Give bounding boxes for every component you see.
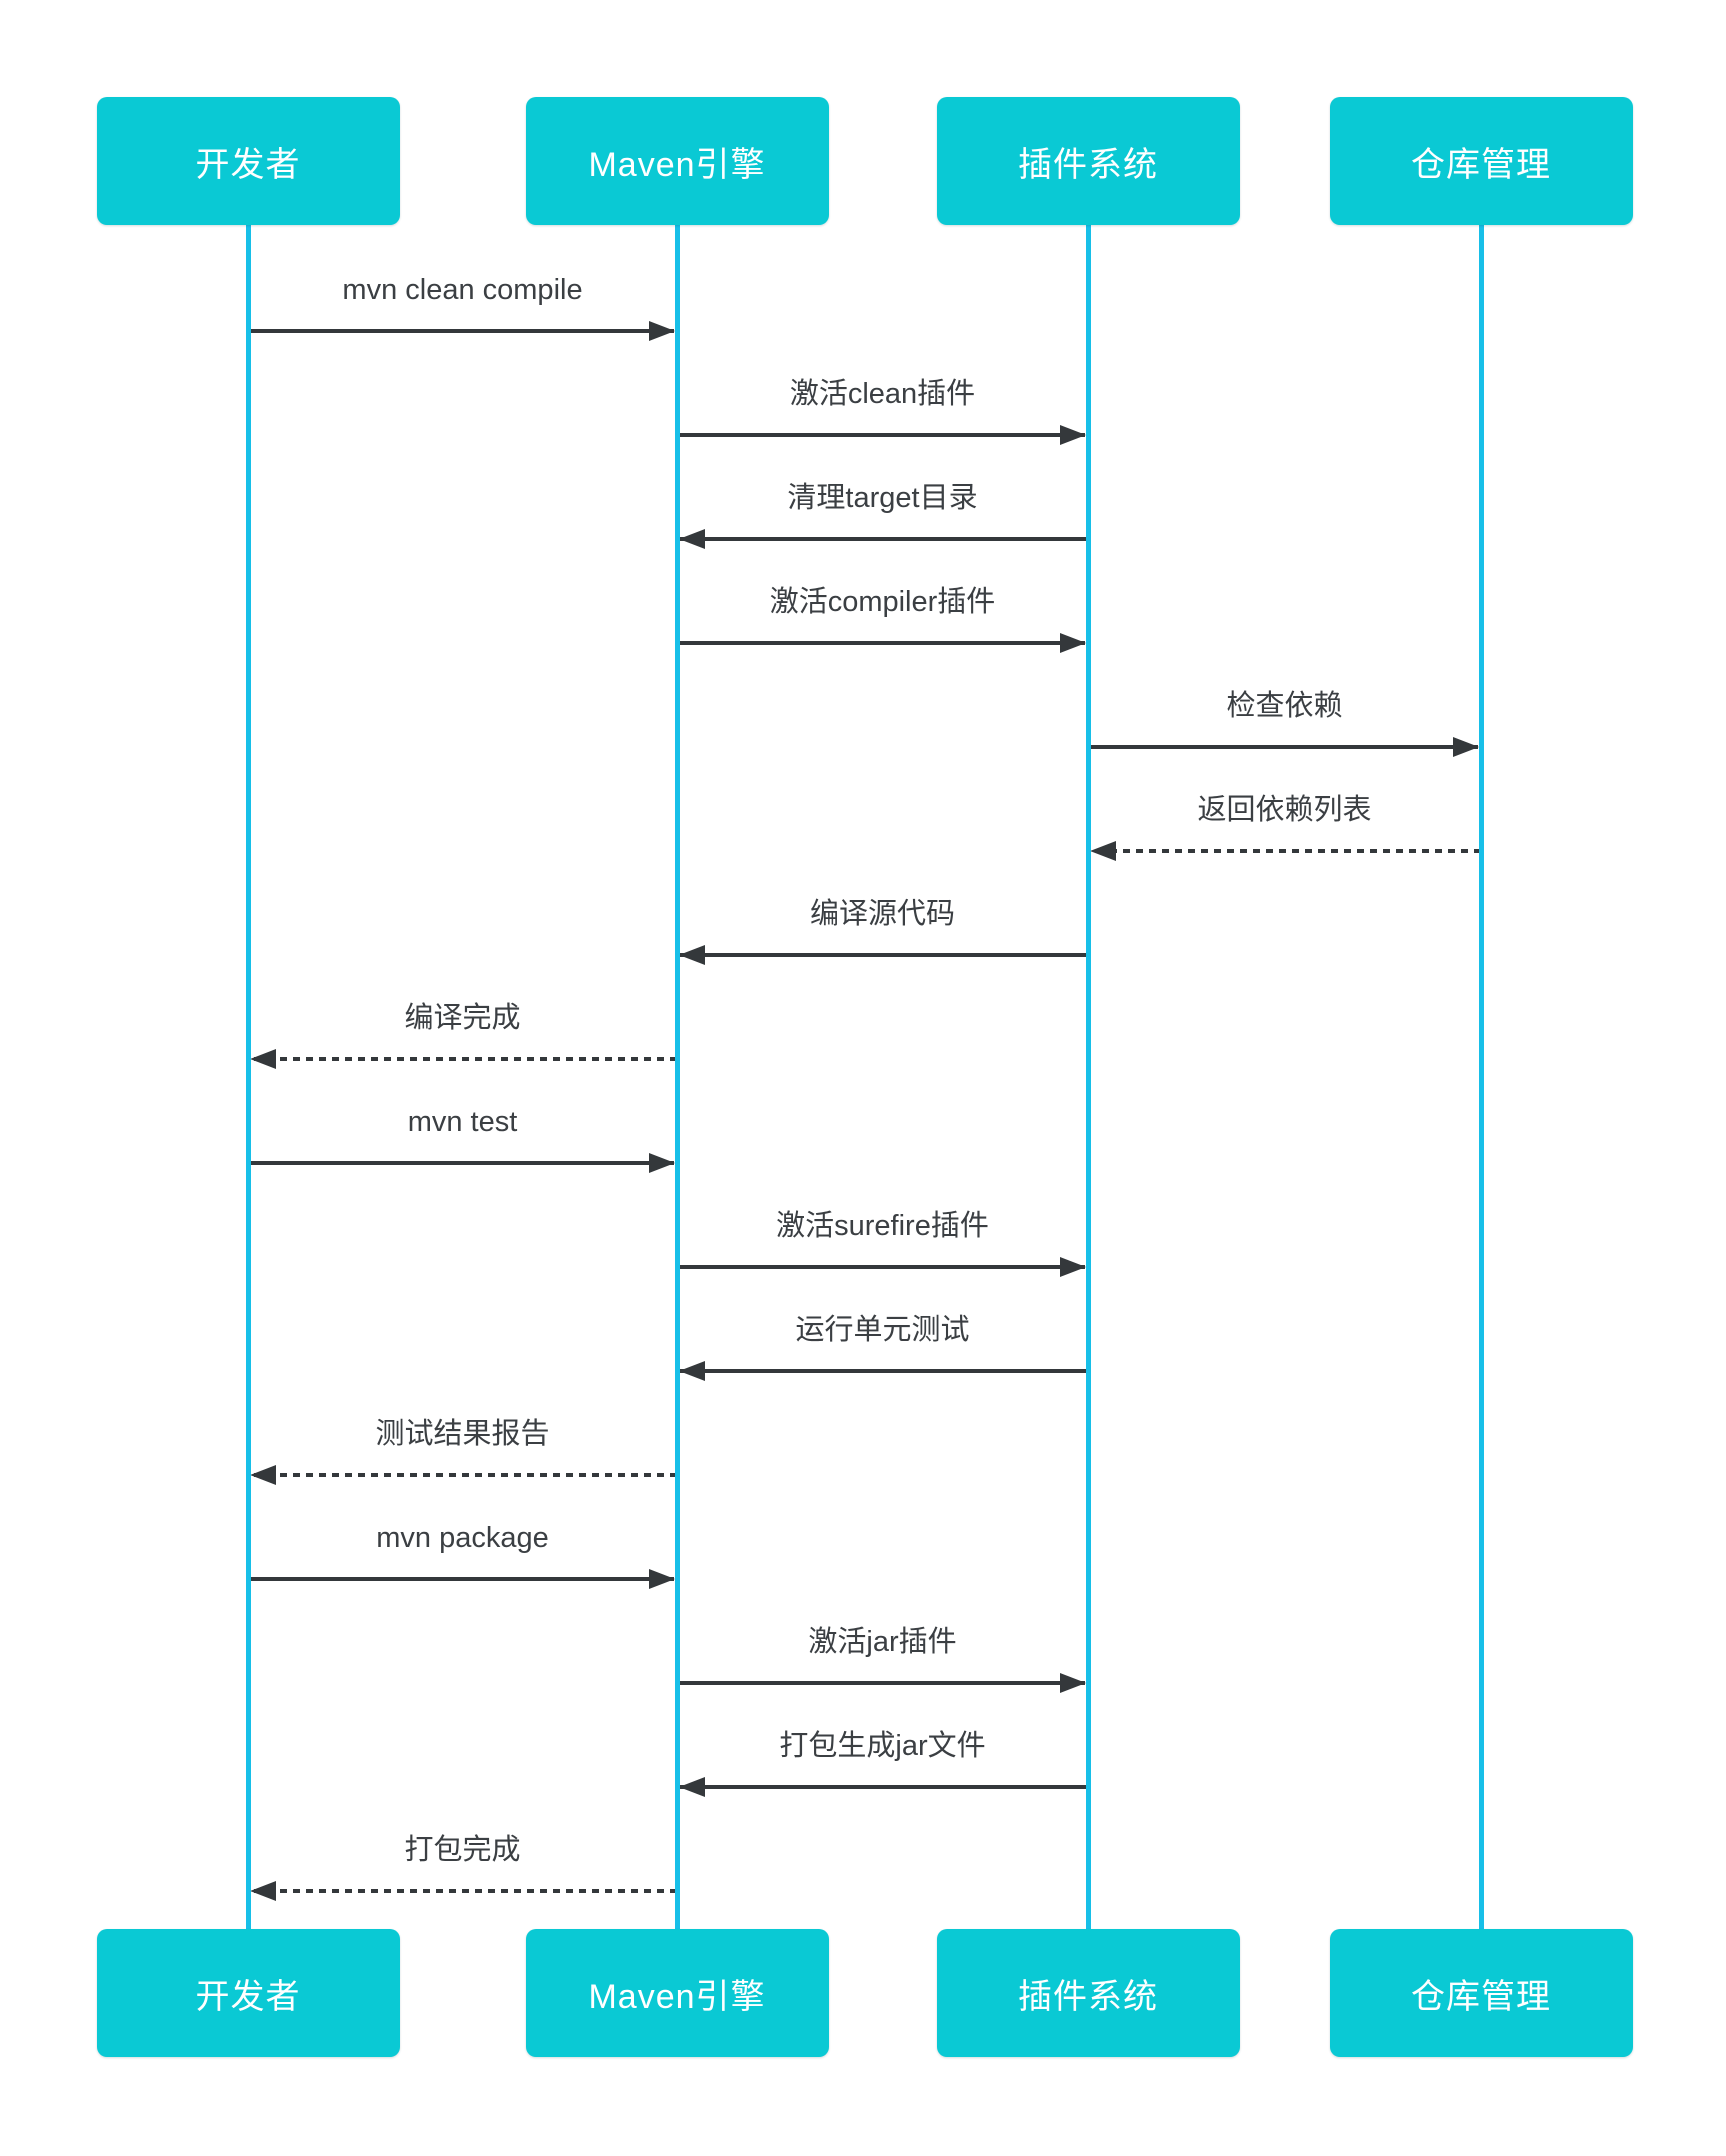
participant-label: Maven引擎 [588,145,766,184]
message-label-6: 编译源代码 [809,898,955,930]
participant-bottom-plugin-system: 插件系统 [936,1929,1240,2057]
participant-top-developer: 开发者 [96,97,400,225]
message-label-4: 检查依赖 [1226,690,1343,722]
message-label-5: 返回依赖列表 [1197,794,1372,826]
message-label-14: 打包生成jar文件 [779,1730,986,1762]
message-label-1: 激活clean插件 [789,378,976,410]
lifeline-maven-engine [674,225,680,1929]
lifeline-developer [245,225,251,1929]
participant-label: 仓库管理 [1411,1977,1551,2016]
message-label-9: 激活surefire插件 [776,1210,989,1242]
message-label-15: 打包完成 [404,1834,521,1866]
participant-label: 插件系统 [1018,145,1158,184]
lifeline-plugin-system [1085,225,1091,1929]
message-label-12: mvn package [376,1522,549,1554]
lifeline-repository-manager [1478,225,1484,1929]
participant-label: 开发者 [195,1977,301,2016]
participant-bottom-maven-engine: Maven引擎 [525,1929,829,2057]
message-label-0: mvn clean compile [342,274,583,306]
message-label-11: 测试结果报告 [375,1418,550,1450]
participant-top-maven-engine: Maven引擎 [525,97,829,225]
participant-bottom-repository-manager: 仓库管理 [1329,1929,1633,2057]
message-label-2: 清理target目录 [787,482,978,514]
participant-label: 开发者 [195,145,301,184]
message-label-8: mvn test [407,1106,518,1138]
message-label-7: 编译完成 [404,1002,521,1034]
participant-label: 仓库管理 [1411,145,1551,184]
participant-top-repository-manager: 仓库管理 [1329,97,1633,225]
participant-label: Maven引擎 [588,1977,766,2016]
participant-bottom-developer: 开发者 [96,1929,400,2057]
message-label-10: 运行单元测试 [795,1314,970,1346]
participant-top-plugin-system: 插件系统 [936,97,1240,225]
message-label-3: 激活compiler插件 [769,586,996,618]
message-label-13: 激活jar插件 [808,1626,957,1658]
participant-label: 插件系统 [1018,1977,1158,2016]
